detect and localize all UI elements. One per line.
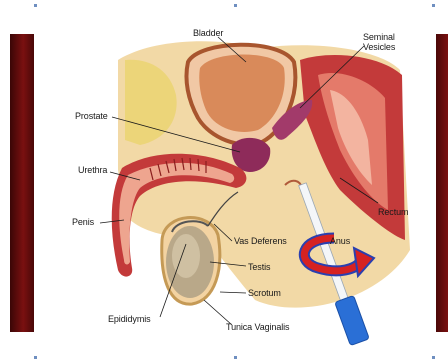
label-bladder: Bladder	[193, 28, 223, 38]
label-scrotum: Scrotum	[248, 288, 281, 298]
label-rectum: Rectum	[378, 207, 408, 217]
label-seminal-vesicles-1: Seminal	[363, 32, 395, 42]
label-penis: Penis	[72, 217, 94, 227]
label-anus: Anus	[330, 236, 350, 246]
label-testis: Testis	[248, 262, 270, 272]
label-epididymis: Epididymis	[108, 314, 151, 324]
label-urethra: Urethra	[78, 165, 107, 175]
label-seminal-vesicles-2: Vesicles	[363, 42, 395, 52]
label-vas-deferens: Vas Deferens	[234, 236, 287, 246]
label-prostate: Prostate	[75, 111, 108, 121]
label-tunica-vaginalis: Tunica Vaginalis	[226, 322, 289, 332]
